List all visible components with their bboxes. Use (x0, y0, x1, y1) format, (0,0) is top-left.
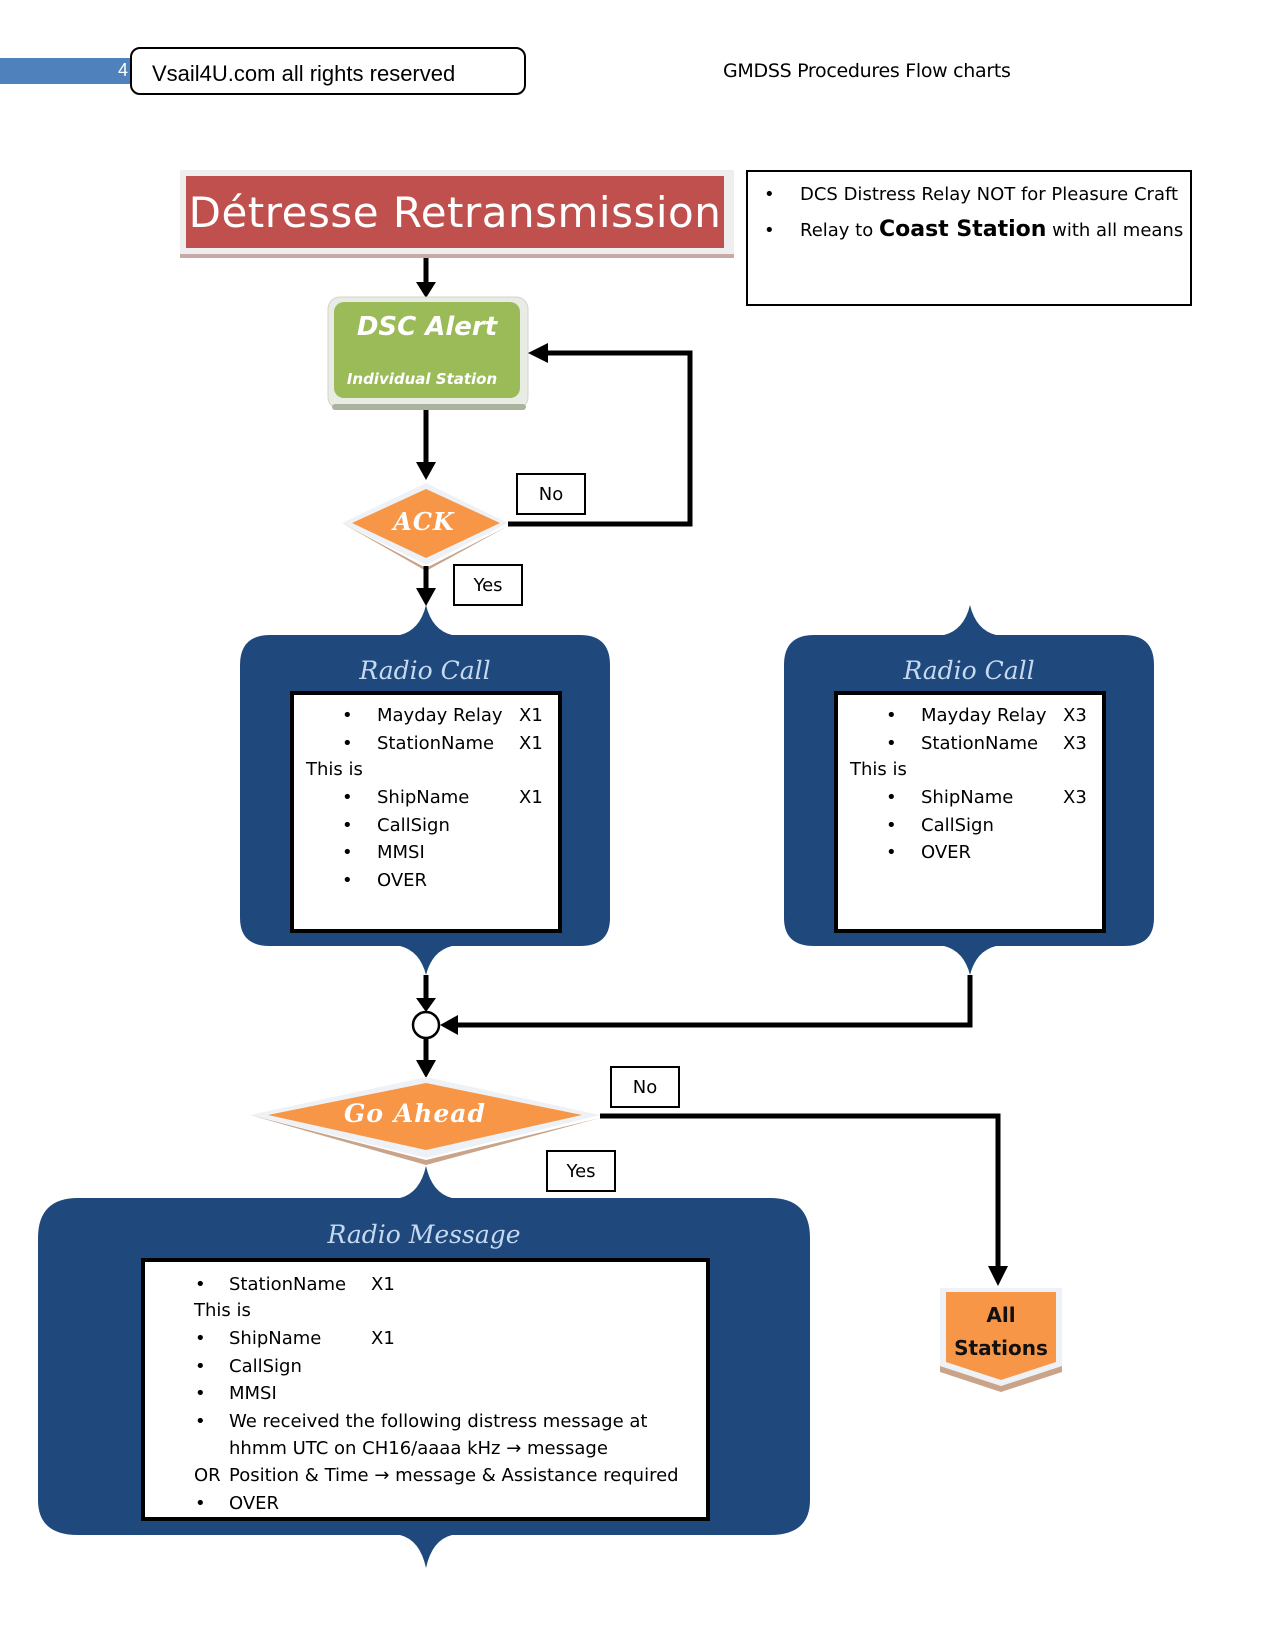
arrowhead (988, 1266, 1008, 1286)
item-count: X1 (519, 705, 543, 726)
note-text: Relay to (800, 220, 879, 241)
radio-call-left-title: Radio Call (359, 656, 491, 685)
arrowhead (416, 1060, 436, 1078)
item-text: Position & Time → message & Assistance r… (229, 1465, 679, 1486)
item-text: StationName (377, 733, 495, 754)
radio-call-right-title: Radio Call (903, 656, 1035, 685)
list-item: This is (306, 759, 363, 780)
radio-message-title: Radio Message (327, 1220, 521, 1249)
item-text: MMSI (377, 842, 425, 863)
item-text: OVER (921, 842, 972, 863)
bullet-icon: • (886, 815, 897, 836)
ack-no-label: No (516, 473, 586, 515)
item-count: X1 (371, 1274, 395, 1295)
arrow-goahead-no (600, 1113, 1001, 1270)
item-text: ShipName (229, 1328, 322, 1349)
item-count: X3 (1063, 705, 1087, 726)
item-text: CallSign (229, 1356, 302, 1377)
bullet-icon: • (342, 705, 353, 726)
item-text: We received the following distress messa… (229, 1411, 648, 1432)
all-stations-line1: All (986, 1303, 1016, 1327)
item-text: Mayday Relay (921, 705, 1047, 726)
note-emphasis: Coast Station (878, 217, 1047, 242)
all-stations-label: All Stations (946, 1299, 1056, 1365)
item-text: CallSign (921, 815, 994, 836)
all-stations-line2: Stations (954, 1336, 1048, 1360)
dsc-alert-title: DSC Alert (356, 312, 498, 342)
bullet-icon: • (342, 787, 353, 808)
bullet-icon: • (195, 1274, 206, 1295)
ack-yes-label: Yes (453, 564, 523, 606)
list-item: hhmm UTC on CH16/aaaa kHz → message (229, 1438, 608, 1459)
dsc-alert-subtitle: Individual Station (346, 370, 498, 388)
item-text: ShipName (377, 787, 470, 808)
arrowhead (416, 462, 436, 480)
item-count: X3 (1063, 787, 1087, 808)
copyright-text: Vsail4U.com all rights reserved (152, 61, 456, 86)
header-accent-bar (0, 58, 130, 84)
document-title: GMDSS Procedures Flow charts (723, 60, 1011, 82)
go-ahead-no-label: No (610, 1066, 680, 1108)
bullet-icon: • (342, 842, 353, 863)
go-ahead-label: Go Ahead (344, 1099, 486, 1128)
bullet-icon: • (764, 220, 775, 241)
arrowhead (528, 343, 548, 363)
item-text: CallSign (377, 815, 450, 836)
flowchart-title: Détresse Retransmission (186, 176, 724, 248)
page-number: 4 (118, 60, 129, 80)
bullet-icon: • (886, 733, 897, 754)
bullet-icon: • (764, 184, 775, 205)
bullet-icon: • (886, 842, 897, 863)
bullet-icon: • (342, 733, 353, 754)
arrowhead (440, 1015, 458, 1035)
dsc-alert-node (327, 296, 529, 410)
all-stations-node (940, 1288, 1062, 1392)
item-count: X1 (371, 1328, 395, 1349)
copyright-box (130, 47, 526, 95)
ack-label: ACK (393, 507, 455, 536)
or-label: OR (194, 1465, 221, 1486)
arrowhead (416, 588, 436, 606)
item-text: Mayday Relay (377, 705, 503, 726)
note-item: • DCS Distress Relay NOT for Pleasure Cra… (764, 184, 1178, 205)
go-ahead-decision-node (250, 1077, 600, 1165)
item-text: OVER (229, 1493, 280, 1514)
note-text: DCS Distress Relay NOT for Pleasure Craf… (800, 184, 1179, 205)
arrow-ack-no-loop (508, 350, 693, 527)
item-count: X1 (519, 787, 543, 808)
item-text: StationName (921, 733, 1039, 754)
ack-decision-node (342, 483, 508, 571)
go-ahead-yes-label: Yes (546, 1150, 616, 1192)
bullet-icon: • (886, 705, 897, 726)
bullet-icon: • (342, 815, 353, 836)
bullet-icon: • (886, 787, 897, 808)
bullet-icon: • (195, 1328, 206, 1349)
arrowhead (416, 282, 436, 298)
note-text: with all means (1046, 220, 1184, 241)
list-item: This is (850, 759, 907, 780)
bullet-icon: • (195, 1493, 206, 1514)
item-count: X1 (519, 733, 543, 754)
arrow-right-call-to-junction (456, 975, 973, 1028)
item-text: StationName (229, 1274, 347, 1295)
item-count: X3 (1063, 733, 1087, 754)
item-text: ShipName (921, 787, 1014, 808)
junction-connector (411, 1010, 441, 1040)
item-text: OVER (377, 870, 428, 891)
arrowhead (416, 998, 436, 1012)
item-text: MMSI (229, 1383, 277, 1404)
bullet-icon: • (195, 1383, 206, 1404)
list-item: This is (194, 1300, 251, 1321)
notes-box: • DCS Distress Relay NOT for Pleasure Cra… (746, 170, 1192, 306)
bullet-icon: • (342, 870, 353, 891)
bullet-icon: • (195, 1356, 206, 1377)
bullet-icon: • (195, 1411, 206, 1432)
note-item: • Relay to Coast Station with all means (764, 217, 1183, 242)
